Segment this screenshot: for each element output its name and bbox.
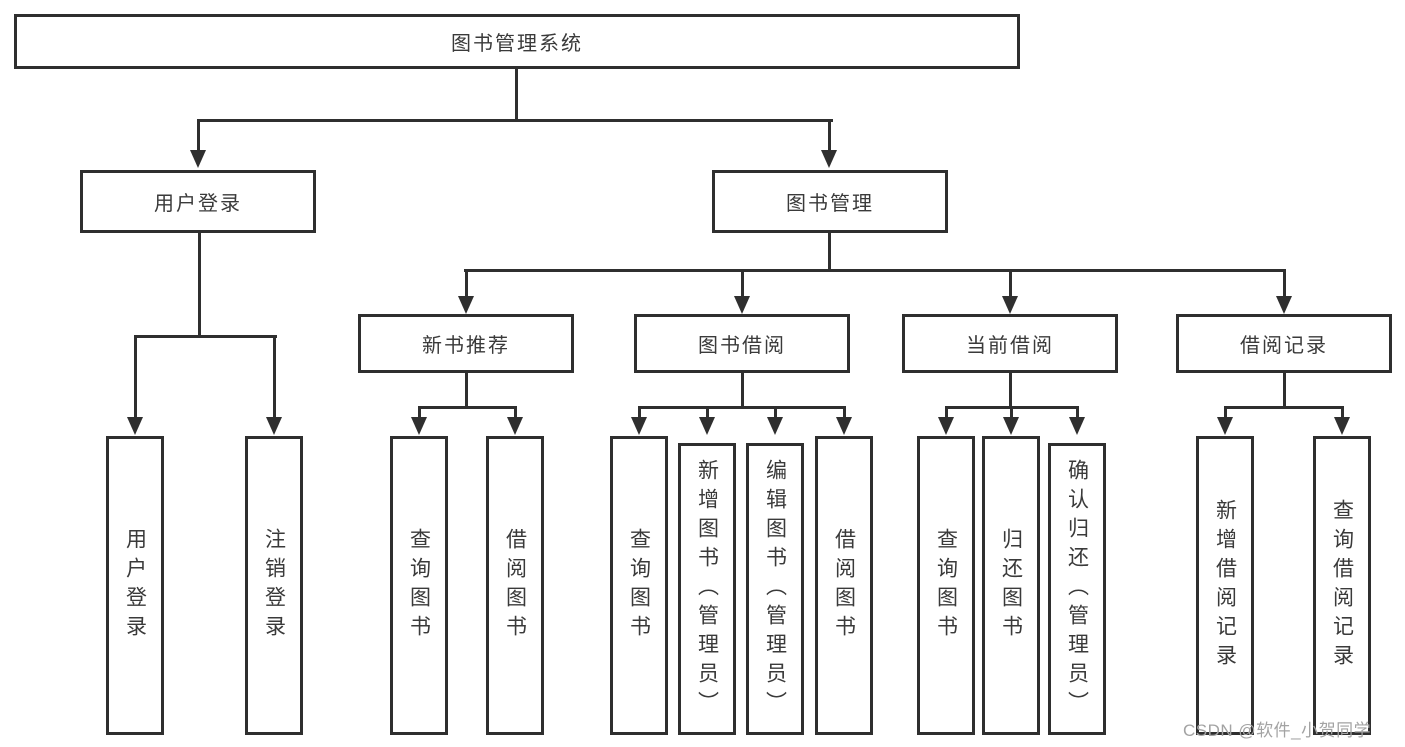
node-label: 借阅记录: [1240, 335, 1328, 357]
connector-line: [134, 335, 277, 338]
arrow-down-icon: [1276, 296, 1292, 314]
node-label: 当前借阅: [966, 335, 1054, 357]
connector-line: [843, 406, 846, 419]
node-label: 新书推荐: [422, 335, 510, 357]
node-user-login: 用户登录: [80, 170, 316, 233]
connector-line: [1283, 269, 1286, 298]
node-label: 新增图书（管理员）: [695, 458, 719, 720]
arrow-down-icon: [190, 150, 206, 168]
node-book-management: 图书管理: [712, 170, 948, 233]
connector-line: [273, 335, 276, 419]
connector-line: [465, 269, 468, 298]
arrow-down-icon: [1002, 296, 1018, 314]
arrow-down-icon: [734, 296, 750, 314]
node-label: 注销登录: [262, 527, 286, 644]
connector-line: [1010, 406, 1013, 419]
connector-line: [741, 372, 744, 408]
leaf-query-books-recommend: 查询图书: [390, 436, 448, 735]
node-label: 查询图书: [407, 527, 431, 644]
connector-line: [197, 119, 833, 122]
node-label: 确认归还（管理员）: [1065, 458, 1089, 720]
connector-line: [828, 232, 831, 272]
node-label: 用户登录: [123, 527, 147, 644]
connector-line: [418, 406, 517, 409]
leaf-add-borrow-record: 新增借阅记录: [1196, 436, 1254, 735]
connector-line: [1009, 269, 1012, 298]
node-label: 图书借阅: [698, 335, 786, 357]
node-borrow-records: 借阅记录: [1176, 314, 1392, 373]
connector-line: [197, 119, 200, 152]
leaf-borrow-books-recommend: 借阅图书: [486, 436, 544, 735]
node-label: 用户登录: [154, 193, 242, 215]
node-label: 借阅图书: [832, 527, 856, 644]
connector-line: [828, 119, 831, 152]
arrow-down-icon: [411, 417, 427, 435]
leaf-user-login: 用户登录: [106, 436, 164, 735]
leaf-confirm-return-admin: 确认归还（管理员）: [1048, 443, 1106, 735]
node-label: 编辑图书（管理员）: [763, 458, 787, 720]
connector-line: [1341, 406, 1344, 419]
arrow-down-icon: [699, 417, 715, 435]
arrow-down-icon: [938, 417, 954, 435]
arrow-down-icon: [1069, 417, 1085, 435]
leaf-borrow-books: 借阅图书: [815, 436, 873, 735]
connector-line: [464, 269, 1286, 272]
arrow-down-icon: [458, 296, 474, 314]
node-label: 图书管理: [786, 193, 874, 215]
leaf-return-books: 归还图书: [982, 436, 1040, 735]
connector-line: [1283, 372, 1286, 408]
arrow-down-icon: [836, 417, 852, 435]
arrow-down-icon: [1003, 417, 1019, 435]
leaf-query-borrow-record: 查询借阅记录: [1313, 436, 1371, 735]
node-label: 查询图书: [627, 527, 651, 644]
connector-line: [198, 232, 201, 338]
connector-line: [1076, 406, 1079, 419]
node-label: 归还图书: [999, 527, 1023, 644]
arrow-down-icon: [507, 417, 523, 435]
node-label: 查询借阅记录: [1330, 498, 1354, 673]
node-new-book-recommend: 新书推荐: [358, 314, 574, 373]
leaf-query-books-current: 查询图书: [917, 436, 975, 735]
node-library-system: 图书管理系统: [14, 14, 1020, 69]
arrow-down-icon: [1217, 417, 1233, 435]
connector-line: [706, 406, 709, 419]
node-current-borrow: 当前借阅: [902, 314, 1118, 373]
arrow-down-icon: [631, 417, 647, 435]
leaf-edit-books-admin: 编辑图书（管理员）: [746, 443, 804, 735]
node-label: 新增借阅记录: [1213, 498, 1237, 673]
connector-line: [638, 406, 846, 409]
connector-line: [945, 406, 948, 419]
connector-line: [741, 269, 744, 298]
csdn-watermark: CSDN @软件_小贺同学: [1183, 721, 1372, 740]
node-book-borrow: 图书借阅: [634, 314, 850, 373]
arrow-down-icon: [1334, 417, 1350, 435]
connector-line: [638, 406, 641, 419]
connector-line: [514, 406, 517, 419]
connector-line: [774, 406, 777, 419]
node-label: 借阅图书: [503, 527, 527, 644]
connector-line: [134, 335, 137, 419]
connector-line: [1009, 372, 1012, 408]
leaf-logout: 注销登录: [245, 436, 303, 735]
connector-line: [418, 406, 421, 419]
leaf-add-books-admin: 新增图书（管理员）: [678, 443, 736, 735]
node-label: 查询图书: [934, 527, 958, 644]
connector-line: [515, 68, 518, 121]
arrow-down-icon: [266, 417, 282, 435]
arrow-down-icon: [127, 417, 143, 435]
connector-line: [1224, 406, 1227, 419]
leaf-query-books-borrow: 查询图书: [610, 436, 668, 735]
arrow-down-icon: [767, 417, 783, 435]
node-label: 图书管理系统: [451, 33, 583, 55]
connector-line: [1224, 406, 1344, 409]
connector-line: [465, 372, 468, 408]
arrow-down-icon: [821, 150, 837, 168]
